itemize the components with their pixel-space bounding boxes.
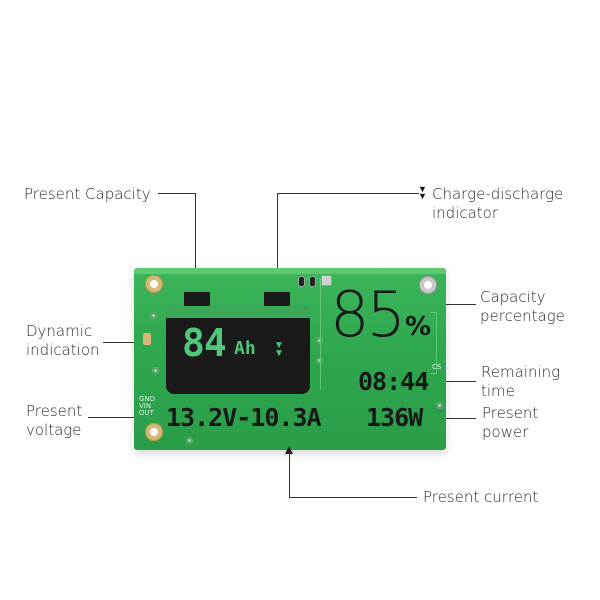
via-icon <box>152 367 159 374</box>
via-icon <box>150 312 157 319</box>
via-icon <box>436 402 443 409</box>
smd-led-icon <box>299 277 304 286</box>
capacity-percentage-leader <box>441 304 476 305</box>
remaining-time-line1: Remaining <box>481 363 561 381</box>
pcb-edge-highlight <box>134 268 446 274</box>
solder-pad-icon <box>143 333 151 345</box>
dynamic-indication-line2: indication <box>26 341 100 359</box>
present-power-line2: power <box>482 423 529 441</box>
present-capacity-leader-h <box>158 193 196 194</box>
present-voltage-leader <box>88 417 156 418</box>
silkscreen-time-mark: CS <box>432 363 442 371</box>
capacity-unit: Ah <box>234 338 256 359</box>
present-capacity-leader-v <box>195 193 196 313</box>
charge-discharge-label: Charge-discharge indicator <box>432 185 563 223</box>
capacity-percentage-symbol: % <box>405 312 432 342</box>
present-capacity-label: Present Capacity <box>24 185 151 203</box>
charge-discharge-label-line2: indicator <box>432 204 499 222</box>
present-power-leader <box>441 418 476 419</box>
via-icon <box>186 437 193 444</box>
pcb-trace <box>430 312 437 374</box>
via-icon <box>316 337 323 344</box>
remaining-time-line2: time <box>481 382 515 400</box>
capacity-value: 84 <box>182 321 227 365</box>
mounting-hole-bottom-left-icon <box>145 423 163 441</box>
present-power-label: Present power <box>482 404 538 442</box>
present-power-line1: Present <box>482 404 539 422</box>
smd-led-icon <box>310 277 315 286</box>
dynamic-indication-line1: Dynamic <box>26 322 93 340</box>
charge-discharge-label-line1: Charge-discharge <box>432 185 564 203</box>
mounting-hole-top-left-icon <box>145 275 163 293</box>
oled-connector-left <box>184 292 210 306</box>
remaining-time-value: 08:44 <box>358 367 429 396</box>
present-voltage-line2: voltage <box>26 421 82 439</box>
oled-display: 84 Ah ▼▼ <box>166 306 310 394</box>
present-current-arrow-icon <box>285 446 293 454</box>
oled-top-strip <box>166 306 310 318</box>
qr-code-icon <box>321 275 332 286</box>
silkscreen-side-marks: GND VIN OUT <box>139 395 156 417</box>
remaining-time-label: Remaining time <box>481 363 560 401</box>
via-icon <box>316 357 323 364</box>
present-power-value: 136W <box>366 403 423 432</box>
present-voltage-label: Present voltage <box>26 402 82 440</box>
charge-discharge-icon: ▼▼ <box>418 184 427 201</box>
voltage-current-value: 13.2V-10.3A <box>166 403 322 432</box>
charge-indicator-leader-h <box>277 193 419 194</box>
dynamic-indication-leader <box>103 342 153 343</box>
remaining-time-leader <box>441 381 476 382</box>
present-current-leader-v <box>289 452 290 498</box>
present-current-label: Present current <box>423 488 539 506</box>
dynamic-indication-label: Dynamic indication <box>26 322 100 360</box>
capacity-percentage-label: Capacity percentage <box>480 288 565 326</box>
capacity-percentage-line1: Capacity <box>480 288 546 306</box>
charge-discharge-indicator-icon: ▼▼ <box>274 340 284 359</box>
capacity-percentage-line2: percentage <box>480 307 565 325</box>
capacity-percentage-value: 85 <box>330 278 406 351</box>
present-voltage-line1: Present <box>26 402 83 420</box>
present-current-leader-h <box>289 497 417 498</box>
oled-connector-right <box>264 292 290 306</box>
mounting-hole-top-right-icon <box>419 276 437 294</box>
